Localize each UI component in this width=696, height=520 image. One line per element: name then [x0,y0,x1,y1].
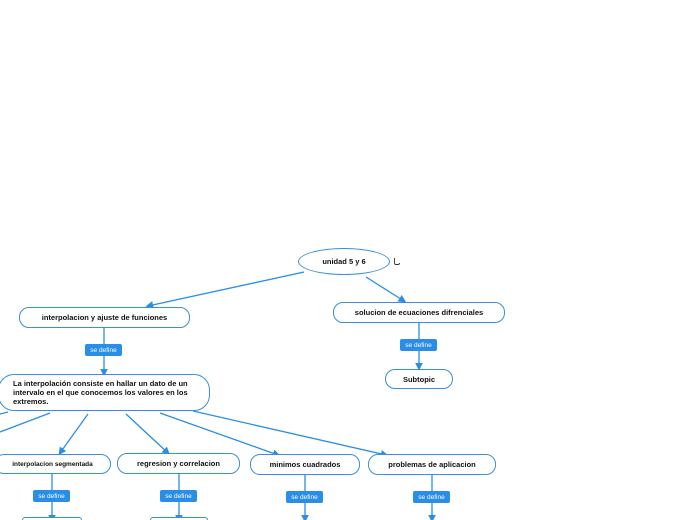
link-definition-minimos [159,412,281,457]
node-interpolacion[interactable]: interpolacion y ajuste de funciones [19,307,190,328]
node-segmentada-label: interpolacion segmentada [12,460,93,468]
link-root-interpolacion [145,271,305,309]
node-interpolacion-label: interpolacion y ajuste de funciones [41,313,168,322]
node-problemas-label: problemas de aplicacion [388,460,476,469]
node-regresion-label: regresion y correlacion [137,459,220,468]
link-definition-segmentada [58,413,89,456]
node-subtopic[interactable]: Subtopic [385,369,453,389]
connector-label-soluciones[interactable]: se define [400,339,437,351]
link-root-soluciones [365,276,407,303]
connector-label-segmentada[interactable]: se define [33,490,70,502]
node-problemas[interactable]: problemas de aplicacion [368,454,496,475]
root-node[interactable]: unidad 5 y 6 [298,248,390,275]
node-minimos-label: minimos cuadrados [269,460,341,469]
node-soluciones-label: solucion de ecuaciones difrenciales [354,308,484,317]
link-definition-left2 [0,411,9,415]
node-minimos[interactable]: minimos cuadrados [250,454,360,475]
node-soluciones[interactable]: solucion de ecuaciones difrenciales [333,302,505,323]
connector-label-interpolacion[interactable]: se define [85,344,122,356]
link-definition-regresion [125,413,170,455]
connector-label-regresion[interactable]: se define [160,490,197,502]
node-definition-label: La interpolación consiste en hallar un d… [13,379,188,406]
cursor-icon [394,258,400,265]
connector-label-problemas[interactable]: se define [413,491,450,503]
node-regresion[interactable]: regresion y correlacion [117,453,240,474]
child-node-stub[interactable] [150,517,208,520]
link-definition-left [0,412,51,433]
node-segmentada[interactable]: interpolacion segmentada [0,454,111,474]
node-subtopic-label: Subtopic [402,374,436,384]
node-definition[interactable]: La interpolación consiste en hallar un d… [0,374,210,411]
connector-label-minimos[interactable]: se define [286,491,323,503]
link-definition-problemas [192,410,389,458]
child-node-stub[interactable] [22,517,82,520]
root-node-label: unidad 5 y 6 [322,257,366,266]
